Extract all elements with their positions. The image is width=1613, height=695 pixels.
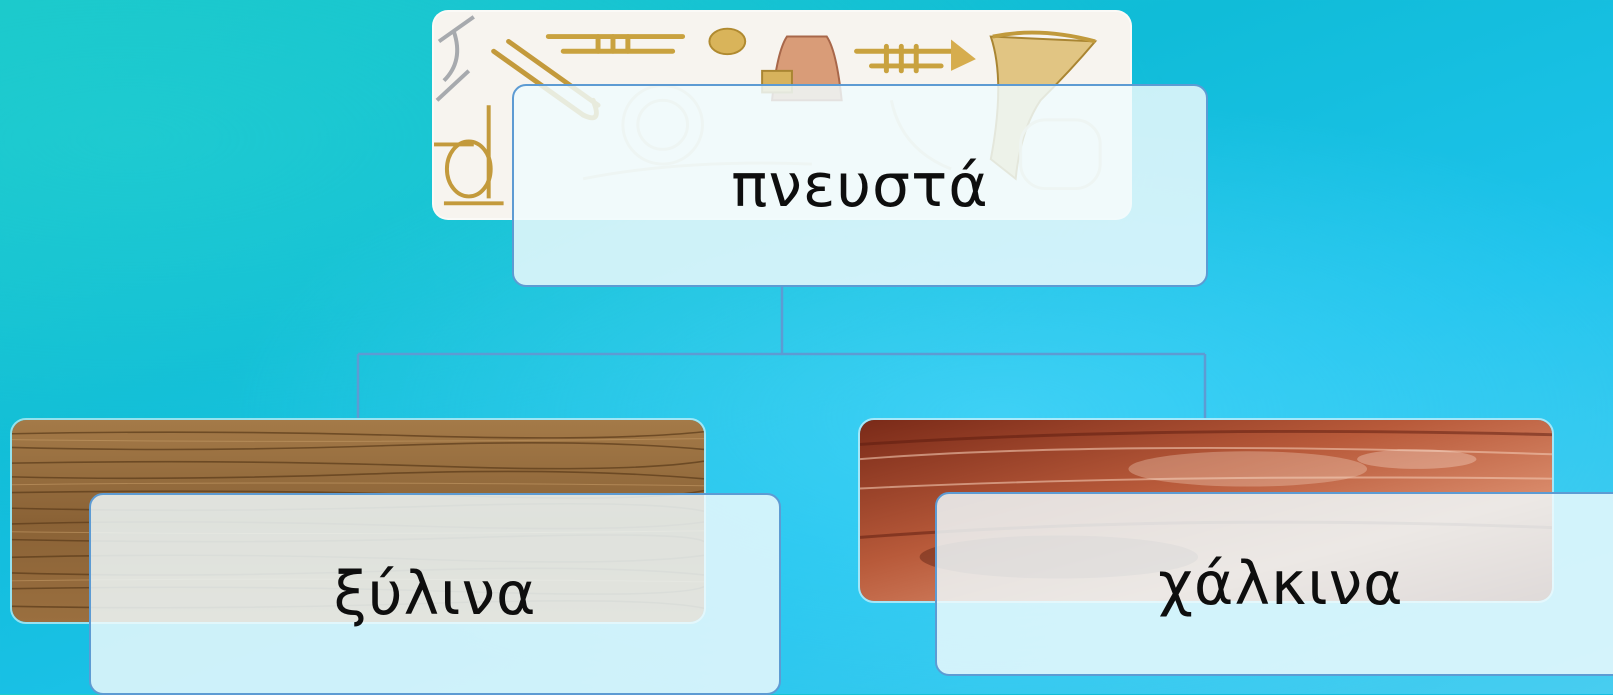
child-node-brass: χάλκινα xyxy=(935,492,1613,676)
root-node-winds: πνευστά xyxy=(512,84,1208,287)
child-node-brass-label: χάλκινα xyxy=(1158,549,1404,619)
child-node-wooden: ξύλινα xyxy=(89,493,781,695)
root-node-label: πνευστά xyxy=(731,150,989,221)
child-node-wooden-label: ξύλινα xyxy=(333,559,537,629)
